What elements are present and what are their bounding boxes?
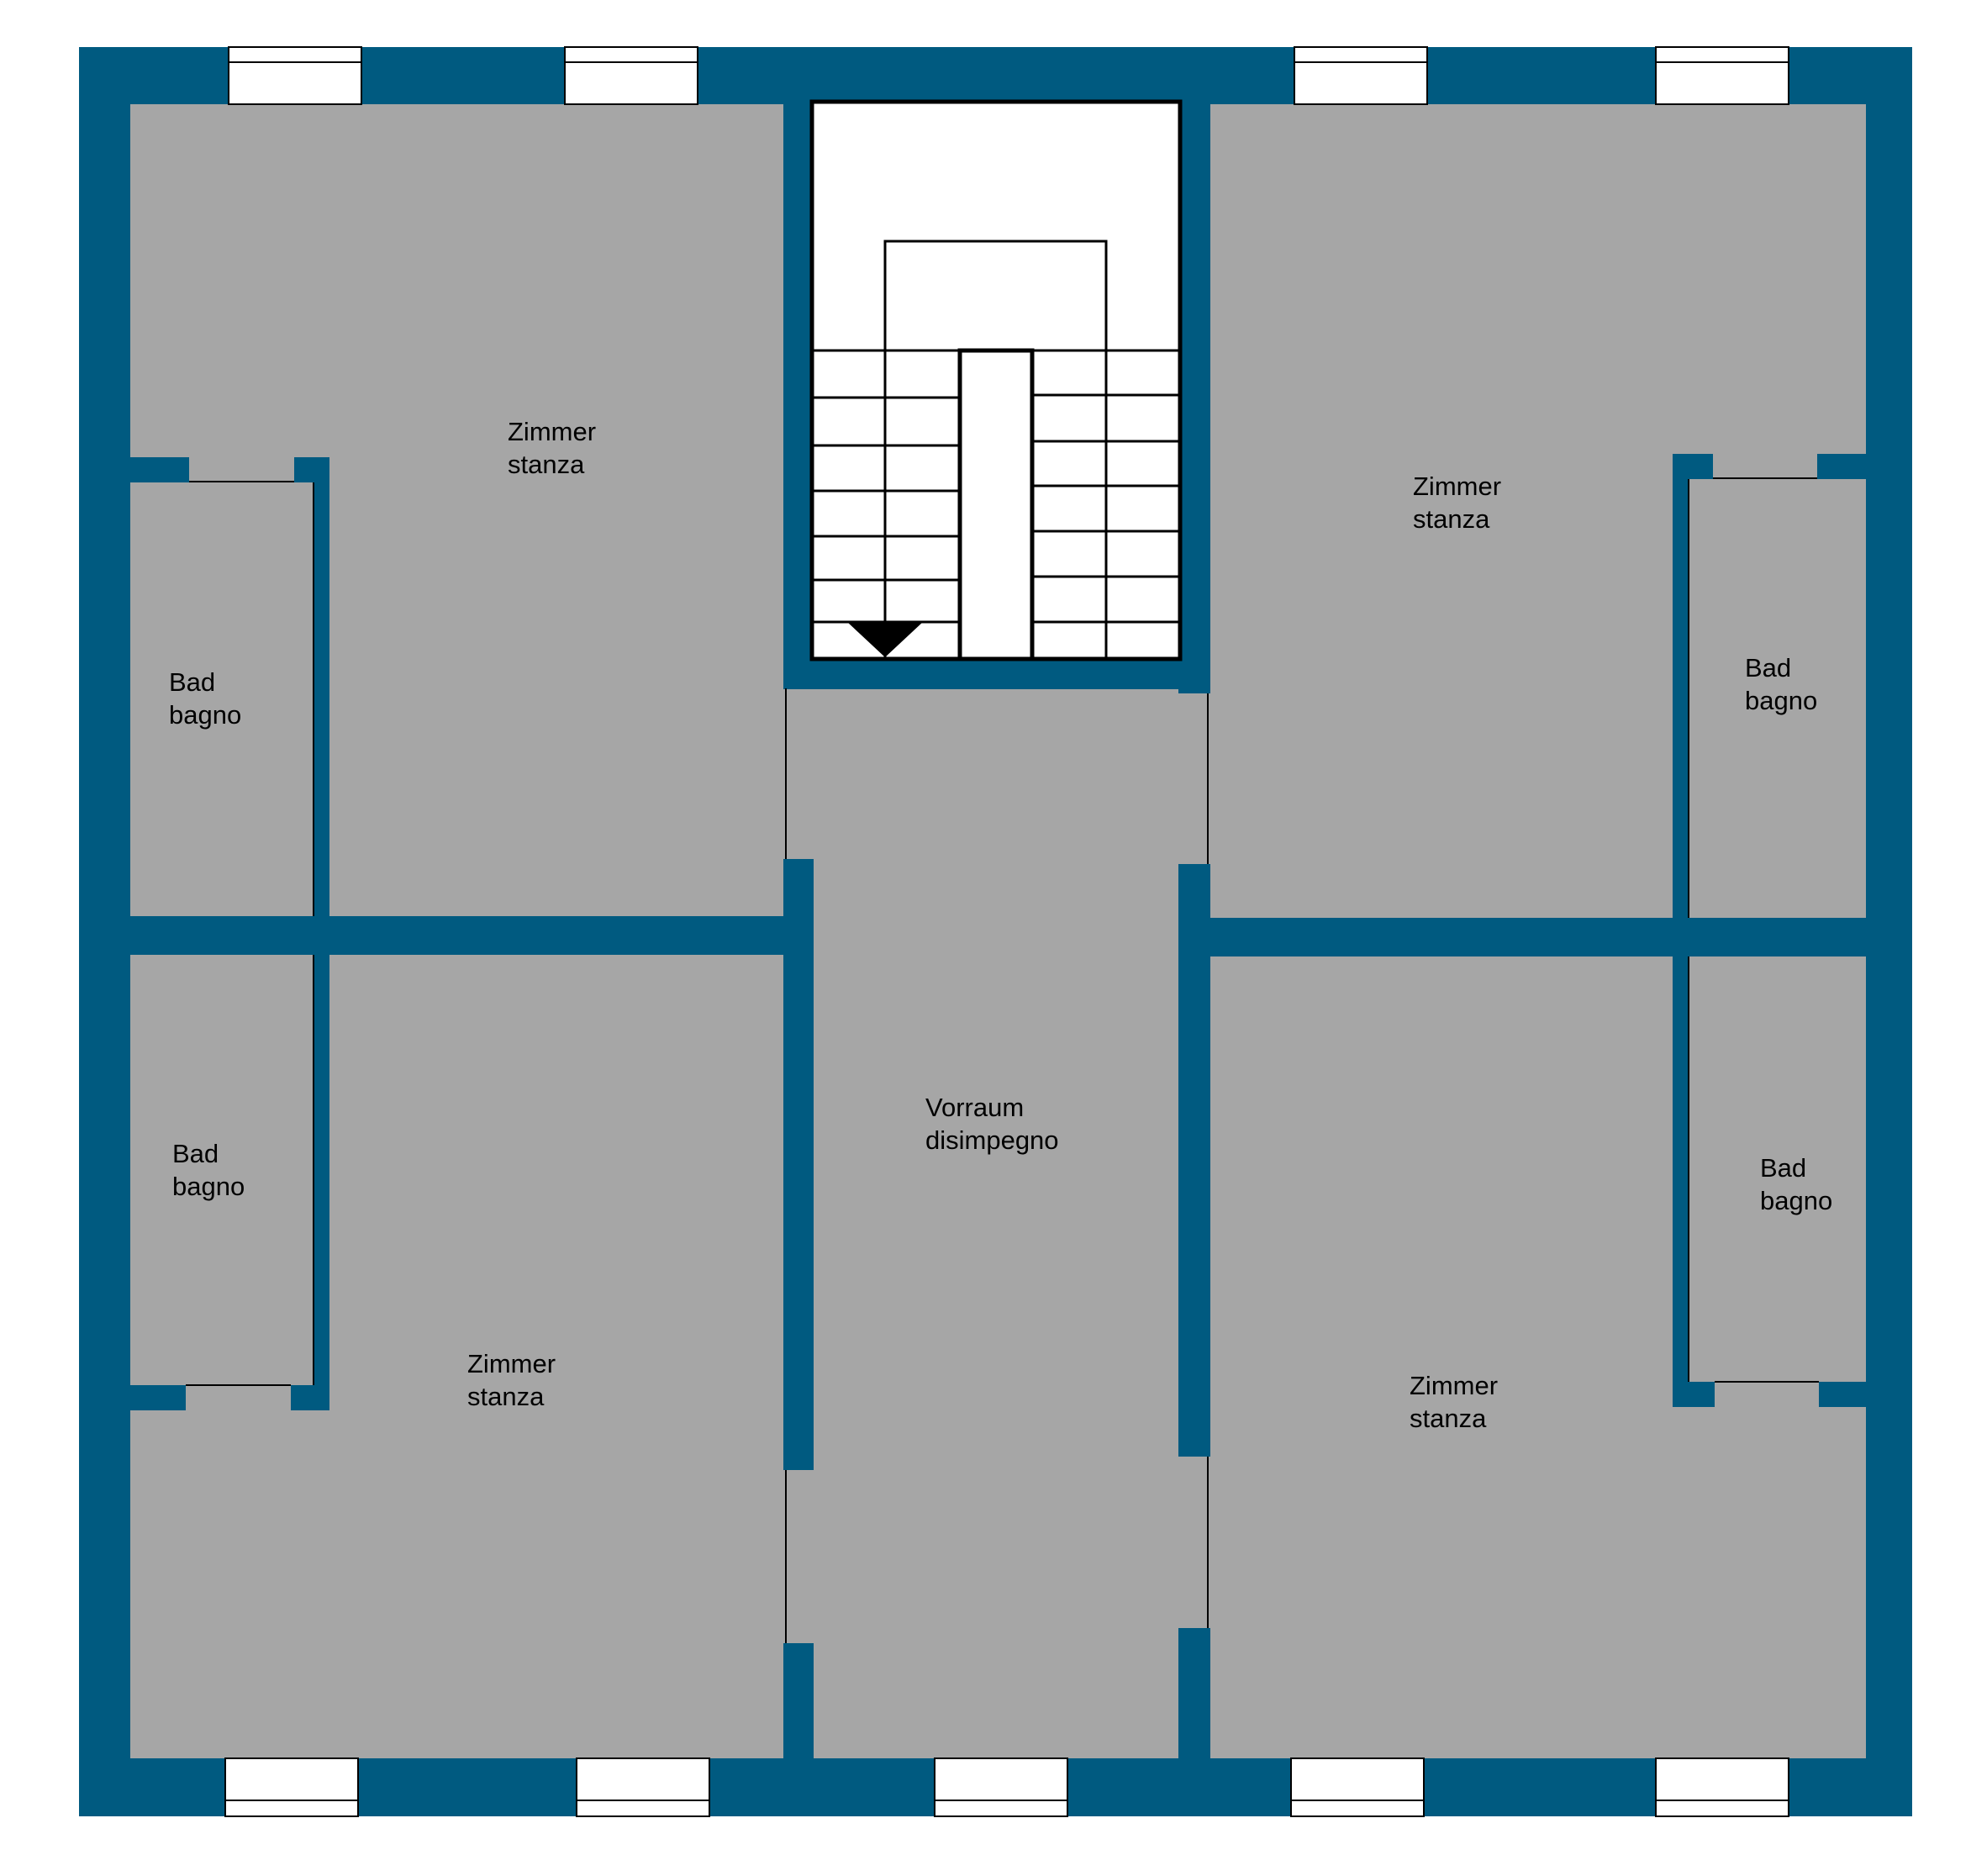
window xyxy=(1290,1757,1425,1817)
corridor-wall-left-2 xyxy=(783,1643,814,1761)
label-zimmer-nw: Zimmer stanza xyxy=(508,415,596,481)
label-bad-e-lower: Bad bagno xyxy=(1760,1151,1832,1217)
partition-west xyxy=(130,916,783,955)
bad-w-upper-wall-top-a xyxy=(130,457,189,482)
window xyxy=(564,46,698,105)
label-it: stanza xyxy=(1410,1404,1487,1433)
label-de: Bad xyxy=(169,667,216,697)
stair-wall-left xyxy=(783,102,814,688)
window xyxy=(576,1757,710,1817)
stair-newel xyxy=(957,348,1035,661)
label-zimmer-sw: Zimmer stanza xyxy=(467,1347,556,1413)
bad-e-upper-wall-top-b xyxy=(1817,454,1866,479)
corridor-wall-right-2 xyxy=(1178,1628,1210,1761)
bad-w-lower-wall-bottom-b xyxy=(291,1385,329,1410)
floor-zimmer-ne xyxy=(1210,104,1866,918)
label-de: Zimmer xyxy=(1410,1371,1499,1400)
label-de: Vorraum xyxy=(925,1093,1025,1122)
label-zimmer-ne: Zimmer stanza xyxy=(1413,470,1501,535)
label-it: bagno xyxy=(169,700,242,730)
label-de: Bad xyxy=(1760,1153,1807,1183)
label-de: Bad xyxy=(1745,653,1792,682)
bad-e-upper-wall-top-a xyxy=(1673,454,1713,479)
floor-zimmer-sw xyxy=(130,955,783,1758)
partition-east xyxy=(1210,918,1866,956)
corridor-wall-right-1 xyxy=(1178,864,1210,1457)
bad-w-upper-wall-top-b xyxy=(294,457,329,482)
bad-w-lower-wall-right xyxy=(313,955,329,1410)
label-it: disimpegno xyxy=(925,1125,1059,1155)
label-vorraum: Vorraum disimpegno xyxy=(925,1091,1059,1157)
label-it: stanza xyxy=(467,1382,545,1411)
label-de: Zimmer xyxy=(1413,472,1502,501)
bad-e-lower-wall-bottom-b xyxy=(1819,1382,1866,1407)
bad-e-lower-wall-left xyxy=(1673,956,1689,1407)
window xyxy=(224,1757,359,1817)
label-it: stanza xyxy=(1413,504,1490,534)
bad-w-lower-wall-bottom-a xyxy=(130,1385,186,1410)
window xyxy=(934,1757,1068,1817)
label-bad-w-upper: Bad bagno xyxy=(169,666,241,731)
windows-bottom xyxy=(224,1757,1789,1817)
window xyxy=(1655,46,1789,105)
corridor-wall-left-1 xyxy=(783,859,814,1470)
windows-top xyxy=(228,46,1789,105)
bad-e-lower-wall-bottom-a xyxy=(1673,1382,1715,1407)
label-it: bagno xyxy=(1745,686,1818,715)
label-it: bagno xyxy=(1760,1186,1833,1215)
floor-zimmer-se xyxy=(1210,956,1866,1758)
floor-zimmer-nw xyxy=(130,104,783,916)
window xyxy=(1294,46,1428,105)
label-bad-w-lower: Bad bagno xyxy=(172,1137,245,1203)
floor-vorraum xyxy=(783,689,1210,1758)
label-de: Bad xyxy=(172,1139,219,1168)
label-bad-e-upper: Bad bagno xyxy=(1745,651,1817,717)
bad-w-upper-wall-right xyxy=(313,457,329,916)
label-it: stanza xyxy=(508,450,585,479)
label-zimmer-se: Zimmer stanza xyxy=(1410,1369,1498,1435)
label-it: bagno xyxy=(172,1172,245,1201)
stair-wall-right xyxy=(1178,102,1210,693)
window xyxy=(228,46,362,105)
staircase xyxy=(809,99,1183,661)
label-de: Zimmer xyxy=(508,417,597,446)
bad-e-upper-wall-left xyxy=(1673,454,1689,918)
window xyxy=(1655,1757,1789,1817)
down-arrow-icon xyxy=(847,622,923,657)
label-de: Zimmer xyxy=(467,1349,556,1378)
